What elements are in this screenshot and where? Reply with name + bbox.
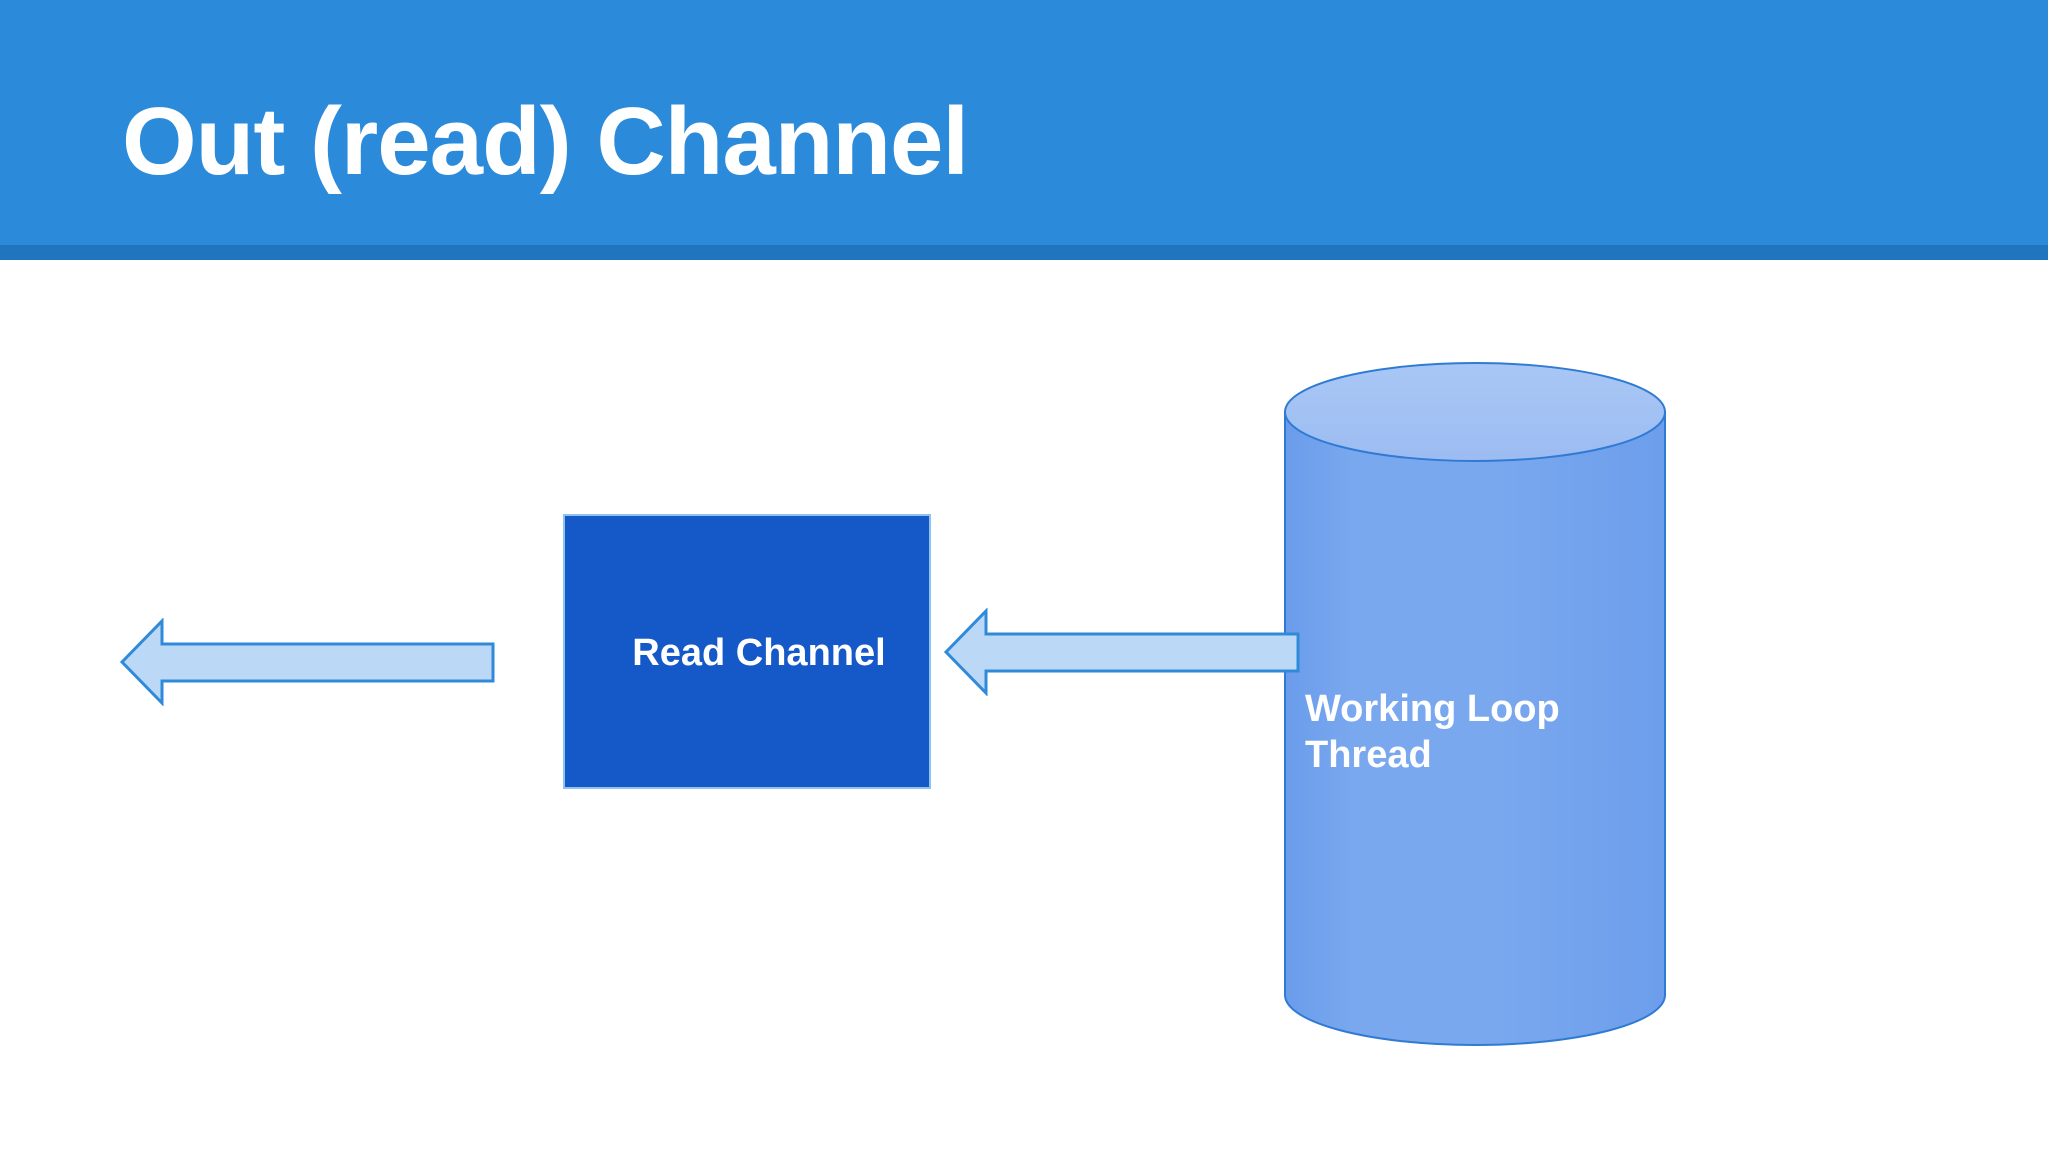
arrow-data-shape	[944, 608, 1300, 696]
arrow-data[interactable]: Data	[944, 608, 1300, 696]
node-working-loop-thread[interactable]: Working Loop Thread	[1284, 362, 1666, 1080]
arrow-result-shape	[120, 618, 495, 706]
node-label-line-1: Working Loop	[1305, 688, 1560, 730]
arrow-result[interactable]: Result	[120, 618, 495, 706]
node-working-loop-thread-label: Working Loop Thread	[1305, 686, 1635, 779]
slide-header-underline	[0, 245, 2048, 260]
node-label-line-2: Thread	[1305, 734, 1432, 777]
slide-header-bar	[0, 0, 2048, 245]
cylinder-shape	[1284, 362, 1666, 1046]
node-read-channel[interactable]: Read Channel	[563, 514, 931, 789]
node-read-channel-label: Read Channel	[632, 632, 886, 674]
page-title: Out (read) Channel	[122, 88, 969, 195]
